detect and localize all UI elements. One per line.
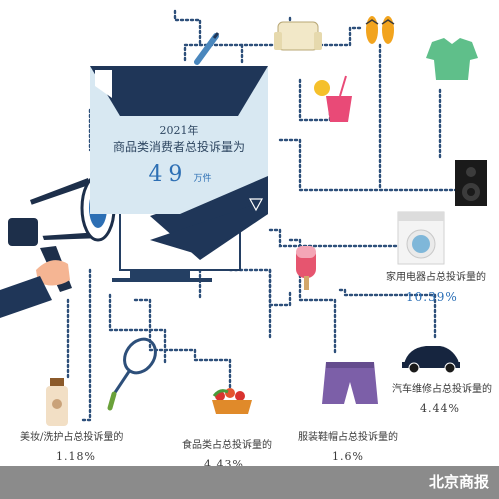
pen-icon bbox=[194, 32, 220, 65]
popsicle-icon bbox=[296, 246, 316, 290]
lotion-bottle-icon bbox=[46, 378, 68, 426]
speaker-icon bbox=[455, 160, 487, 206]
footer-brand: 北京商报 bbox=[428, 473, 489, 491]
footer-bar bbox=[0, 466, 499, 499]
headline-year: 2021年 bbox=[159, 124, 199, 137]
stat-value-cosmetics: 1.18% bbox=[56, 450, 96, 463]
washing-machine-icon bbox=[397, 211, 445, 265]
stat-value-car-repair: 4.44% bbox=[420, 402, 460, 415]
stat-label-cosmetics: 美妆/洗护占总投诉量的 bbox=[20, 432, 124, 443]
headline-number-unit: 万件 bbox=[193, 174, 212, 184]
stat-label-appliances: 家用电器占总投诉量的 bbox=[386, 272, 486, 283]
headline-number: 49 万件 bbox=[120, 162, 240, 187]
stat-value-apparel: 1.6% bbox=[332, 450, 364, 463]
sofa-icon bbox=[274, 21, 322, 51]
headline-title: 商品类消费者总投诉量为 bbox=[112, 140, 245, 154]
stat-label-apparel: 服装鞋帽占总投诉量的 bbox=[298, 432, 398, 443]
stat-value-appliances: 10.39% bbox=[406, 290, 458, 304]
flip-flops-icon bbox=[365, 16, 395, 44]
shorts-icon bbox=[322, 362, 378, 404]
car-icon bbox=[402, 346, 460, 374]
headline-number-value: 49 bbox=[148, 162, 189, 187]
badminton-racket-icon bbox=[107, 337, 157, 411]
food-basket-icon bbox=[212, 388, 252, 414]
stat-label-car-repair: 汽车维修占总投诉量的 bbox=[392, 384, 492, 395]
tshirt-icon bbox=[426, 38, 478, 80]
stat-label-food: 食品类占总投诉量的 bbox=[182, 440, 272, 451]
drink-icon bbox=[314, 75, 352, 122]
